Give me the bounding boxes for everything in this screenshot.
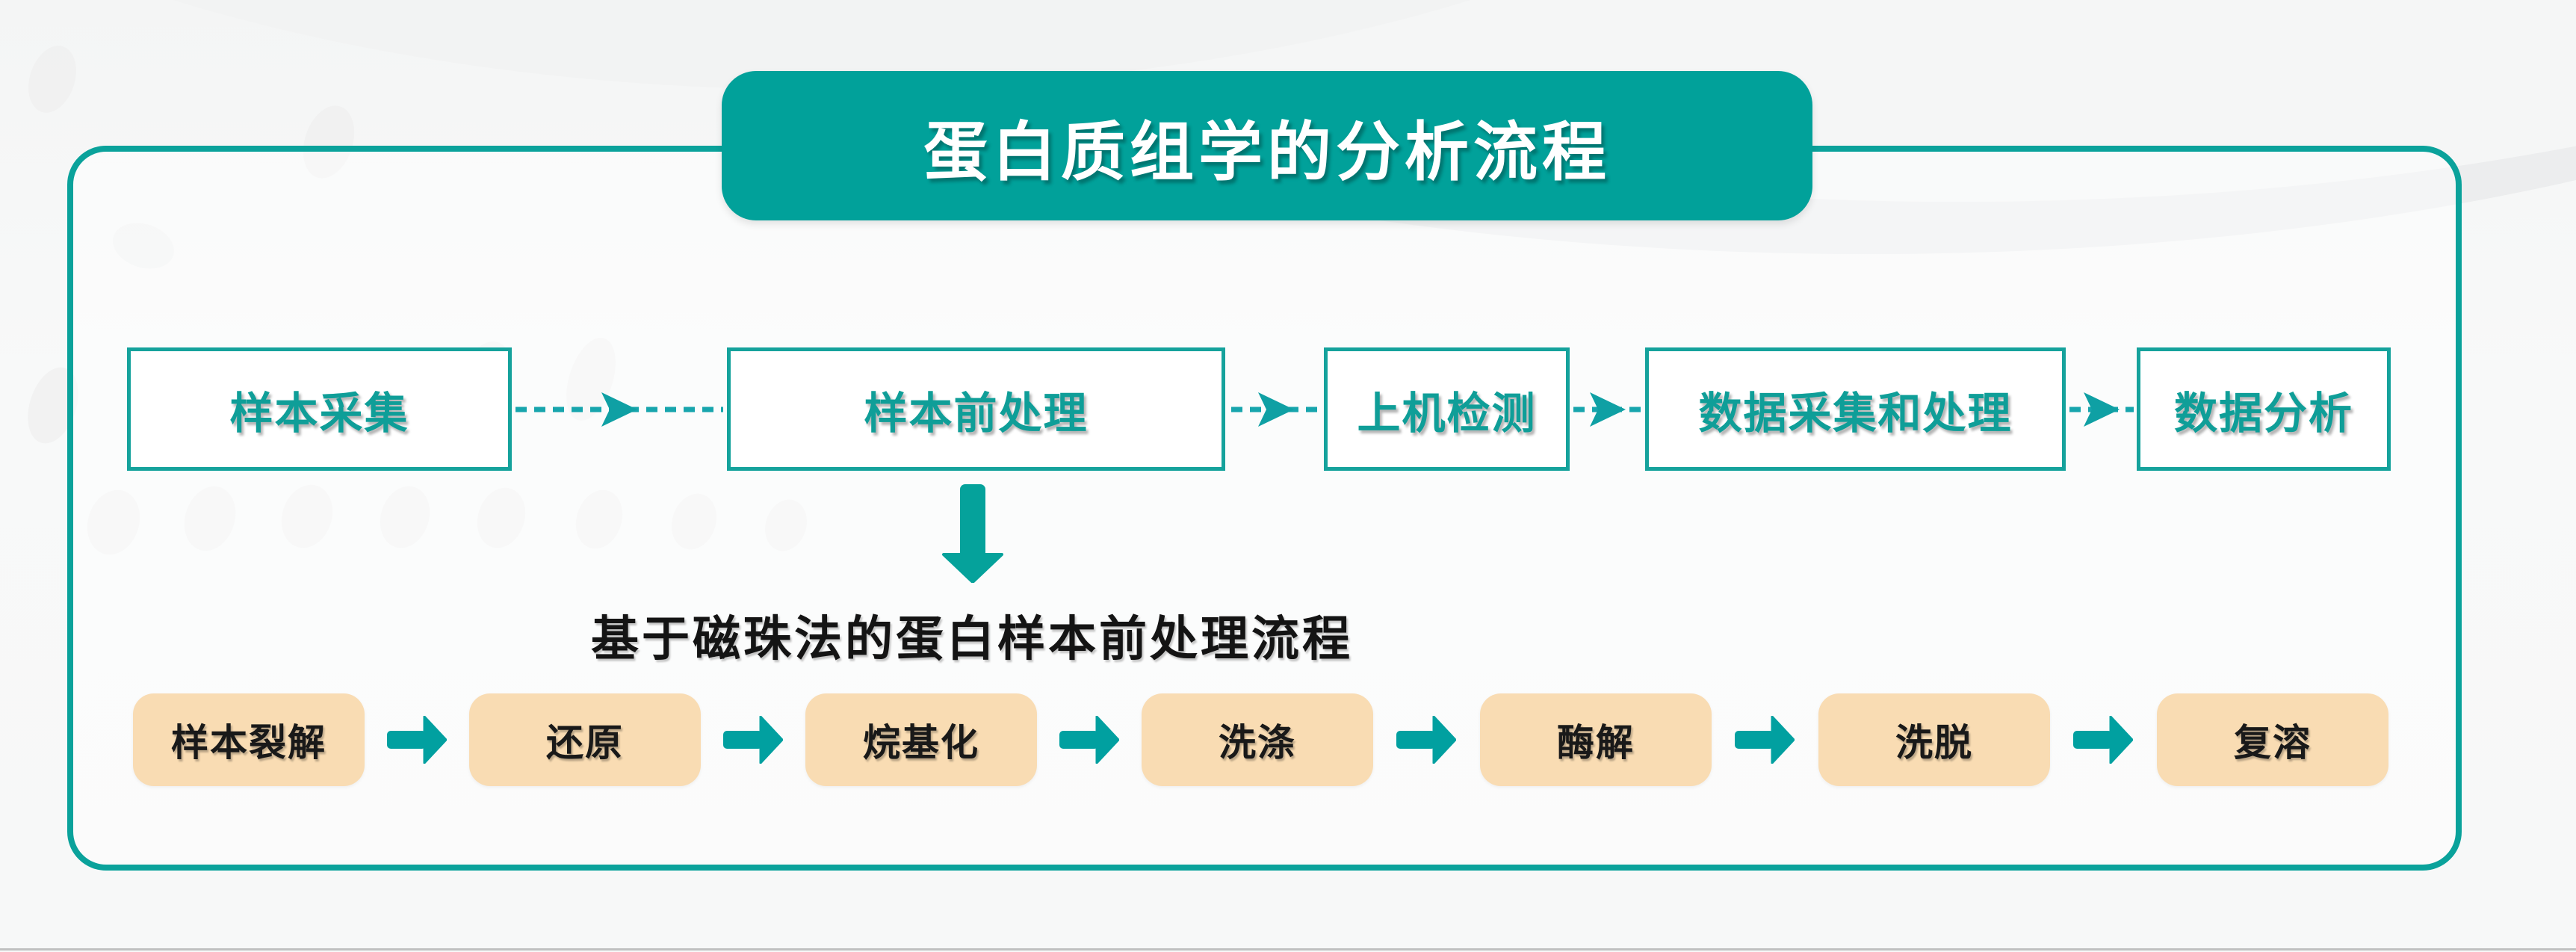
branch-connector <box>941 484 1004 587</box>
block-down-arrow-icon <box>942 484 1003 584</box>
substep-sample-lysis: 样本裂解 <box>133 693 365 786</box>
block-right-arrow-icon <box>2073 715 2134 764</box>
stealth-right-arrow-icon <box>2069 392 2134 427</box>
substep-label: 还原 <box>546 722 624 764</box>
flow-step-data-acquisition-processing: 数据采集和处理 <box>1645 347 2066 471</box>
subflow-title: 基于磁珠法的蛋白样本前处理流程 <box>591 612 1353 666</box>
substep-label: 洗涤 <box>1219 722 1296 764</box>
step-arrow-connector <box>2073 715 2134 767</box>
subflow-title-wrap: 基于磁珠法的蛋白样本前处理流程 <box>225 604 1719 667</box>
substep-enzymatic-digestion: 酶解 <box>1480 693 1712 786</box>
step-arrow-connector <box>1059 715 1120 767</box>
substep-label: 洗脱 <box>1895 722 1973 764</box>
substep-label: 复溶 <box>2234 722 2312 764</box>
decor-blob <box>20 39 84 120</box>
substep-redissolution: 复溶 <box>2157 693 2388 786</box>
dashed-arrow-connector <box>1573 385 1642 434</box>
flow-step-label: 样本前处理 <box>864 389 1089 438</box>
flow-step-sample-collection: 样本采集 <box>127 347 512 471</box>
block-right-arrow-icon <box>387 715 448 764</box>
block-right-arrow-icon <box>1059 715 1120 764</box>
stealth-right-arrow-icon <box>1231 392 1321 427</box>
flow-step-label: 数据采集和处理 <box>1698 389 2013 438</box>
stealth-right-arrow-icon <box>1573 392 1642 427</box>
title-banner: 蛋白质组学的分析流程 <box>722 71 1812 220</box>
stealth-right-arrow-icon <box>515 392 723 427</box>
block-right-arrow-icon <box>1396 715 1457 764</box>
block-right-arrow-icon <box>723 715 784 764</box>
substep-label: 酶解 <box>1557 722 1635 764</box>
step-arrow-connector <box>723 715 784 767</box>
page-bottom-edge <box>0 948 2576 951</box>
flow-step-instrument-detection: 上机检测 <box>1324 347 1570 471</box>
dashed-arrow-connector <box>1231 385 1321 434</box>
substep-alkylation: 烷基化 <box>805 693 1037 786</box>
step-arrow-connector <box>1735 715 1795 767</box>
substep-elution: 洗脱 <box>1818 693 2050 786</box>
flow-step-label: 数据分析 <box>2173 389 2353 438</box>
flow-step-sample-pretreatment: 样本前处理 <box>727 347 1225 471</box>
block-right-arrow-icon <box>1735 715 1795 764</box>
dashed-arrow-connector <box>515 385 723 434</box>
substep-reduction: 还原 <box>469 693 701 786</box>
dashed-arrow-connector <box>2069 385 2134 434</box>
substep-label: 样本裂解 <box>171 722 326 764</box>
step-arrow-connector <box>387 715 448 767</box>
step-arrow-connector <box>1396 715 1457 767</box>
flow-step-label: 样本采集 <box>229 389 409 438</box>
substep-label: 烷基化 <box>863 722 979 764</box>
flow-step-data-analysis: 数据分析 <box>2137 347 2391 471</box>
substep-washing: 洗涤 <box>1142 693 1373 786</box>
flow-step-label: 上机检测 <box>1357 389 1537 438</box>
page-title: 蛋白质组学的分析流程 <box>923 116 1611 188</box>
